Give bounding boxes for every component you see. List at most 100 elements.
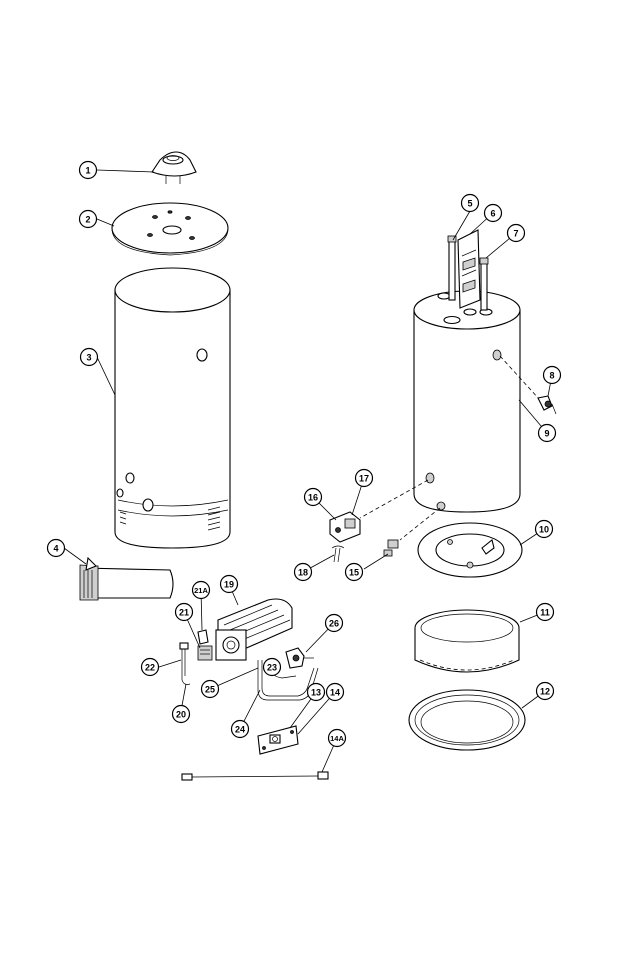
callout-label: 12 <box>540 687 550 697</box>
callout-circle <box>324 613 344 633</box>
callout-circle <box>191 580 211 600</box>
callout-label: 6 <box>490 209 495 219</box>
callout-22: 22 <box>140 657 160 677</box>
callout-circle <box>293 562 313 582</box>
callout-3: 3 <box>79 347 99 367</box>
callout-5: 5 <box>460 193 480 213</box>
callout-circle <box>78 209 98 229</box>
part-drain-valve <box>499 355 557 415</box>
callout-circle <box>79 347 99 367</box>
callout-label: 8 <box>549 371 554 381</box>
callout-15: 15 <box>344 562 364 582</box>
part-access-door <box>257 725 299 755</box>
callout-label: 21 <box>179 608 189 618</box>
callout-label: 14A <box>330 734 344 743</box>
part-gas-control <box>329 479 429 543</box>
callout-24: 24 <box>230 719 250 739</box>
part-draft-hood <box>151 151 197 184</box>
callout-circle <box>483 203 503 223</box>
part-burner-cover <box>215 598 293 661</box>
callout-circle <box>537 423 557 443</box>
callout-circle <box>262 657 282 677</box>
part-insulation-strip <box>79 556 174 601</box>
callout-label: 22 <box>145 663 155 673</box>
callout-7: 7 <box>506 223 526 243</box>
callout-label: 7 <box>513 229 518 239</box>
callout-circle <box>535 681 555 701</box>
part-dip-tube <box>479 257 489 311</box>
part-base-ring <box>408 689 526 751</box>
part-combustion-floor <box>417 522 523 578</box>
callout-label: 5 <box>467 199 472 209</box>
callout-circle <box>535 602 555 622</box>
callout-label: 2 <box>85 215 90 225</box>
callout-label: 25 <box>205 685 215 695</box>
callout-circle <box>303 487 323 507</box>
callout-label: 24 <box>235 725 245 735</box>
callout-circle <box>354 468 374 488</box>
callout-label: 18 <box>298 568 308 578</box>
callout-4: 4 <box>46 538 66 558</box>
callout-9: 9 <box>537 423 557 443</box>
callout-label: 11 <box>540 608 550 618</box>
callout-11: 11 <box>535 602 555 622</box>
callout-label: 4 <box>53 544 58 554</box>
callout-label: 9 <box>544 429 549 439</box>
part-skirt <box>414 609 520 673</box>
callout-16: 16 <box>303 487 323 507</box>
callout-8: 8 <box>542 365 562 385</box>
callout-12: 12 <box>535 681 555 701</box>
callout-circle <box>344 562 364 582</box>
callout-circle <box>460 193 480 213</box>
callout-circle <box>306 682 326 702</box>
part-igniter-lead <box>181 771 329 781</box>
callout-6: 6 <box>483 203 503 223</box>
part-flue-baffle <box>457 229 481 309</box>
callout-21a: 21A <box>191 580 211 600</box>
callout-17: 17 <box>354 468 374 488</box>
callout-20: 20 <box>171 704 191 724</box>
callout-circle <box>219 574 239 594</box>
callout-label: 21A <box>194 586 208 595</box>
callout-26: 26 <box>324 613 344 633</box>
part-clip <box>331 545 345 563</box>
part-tank <box>413 290 521 513</box>
callout-14a: 14A <box>327 728 347 748</box>
callout-label: 19 <box>224 580 234 590</box>
callout-label: 15 <box>349 568 359 578</box>
callout-circle <box>230 719 250 739</box>
callout-circle <box>174 602 194 622</box>
callout-circle <box>171 704 191 724</box>
callout-19: 19 <box>219 574 239 594</box>
callout-label: 26 <box>329 619 339 629</box>
callout-label: 20 <box>176 710 186 720</box>
callout-circle <box>78 160 98 180</box>
part-pilot-assembly <box>179 629 213 685</box>
callout-2: 2 <box>78 209 98 229</box>
callout-circle <box>542 365 562 385</box>
callout-circle <box>325 682 345 702</box>
callout-10: 10 <box>534 519 554 539</box>
part-jacket <box>114 267 231 549</box>
callout-label: 3 <box>86 353 91 363</box>
callout-label: 23 <box>267 663 277 673</box>
callout-label: 13 <box>311 688 321 698</box>
callout-21: 21 <box>174 602 194 622</box>
callout-circle <box>506 223 526 243</box>
callout-18: 18 <box>293 562 313 582</box>
callout-label: 16 <box>308 493 318 503</box>
callout-1: 1 <box>78 160 98 180</box>
callout-label: 14 <box>330 688 340 698</box>
callout-circle <box>46 538 66 558</box>
callout-23: 23 <box>262 657 282 677</box>
callout-14: 14 <box>325 682 345 702</box>
callout-label: 1 <box>85 166 90 176</box>
callout-label: 17 <box>359 474 369 484</box>
callout-circle <box>200 679 220 699</box>
part-anode-rod <box>447 235 457 301</box>
callout-label: 10 <box>539 525 549 535</box>
part-fitting <box>383 507 441 557</box>
callout-13: 13 <box>306 682 326 702</box>
